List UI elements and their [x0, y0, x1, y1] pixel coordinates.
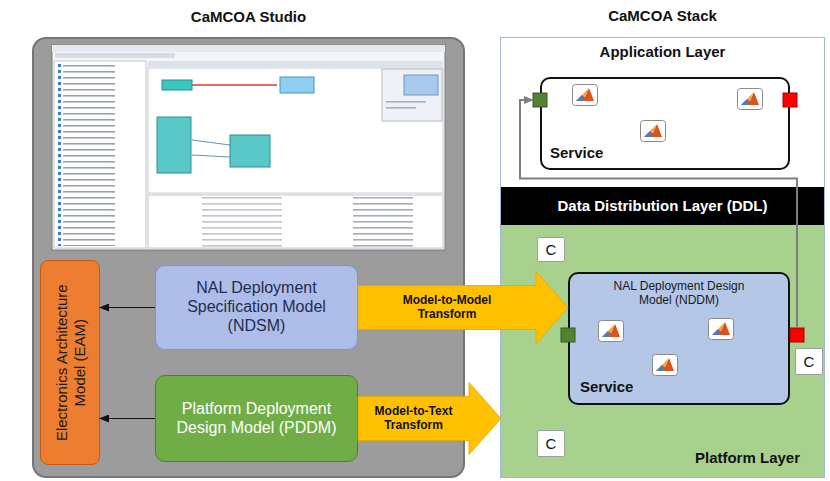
transform-arrow	[358, 383, 501, 455]
node-label: NAL Deployment Specification Model (NDSM…	[166, 279, 347, 336]
port-squares	[533, 93, 804, 342]
node-label: Platform Deployment Design Model (PDDM)	[166, 400, 347, 438]
matlab-icons	[573, 85, 763, 376]
connector-line	[100, 418, 155, 419]
node-label: C	[546, 435, 557, 453]
component-box: C	[537, 430, 565, 457]
node-label: Electronics Architecture Model (EAM)	[52, 268, 87, 457]
transform-label: Model-to-Text Transform	[362, 404, 466, 433]
transform-label: Model-to-Model Transform	[391, 293, 503, 322]
design-box: Platform Deployment Design Model (PDDM)	[155, 375, 358, 462]
specification-box: NAL Deployment Specification Model (NDSM…	[155, 265, 358, 350]
application-layer: Application LayerService	[501, 38, 824, 187]
distribution-band: Data Distribution Layer (DDL)	[501, 187, 824, 225]
node-label: NAL Deployment Design Model (NDDM)	[600, 279, 758, 307]
connector-line	[520, 100, 797, 328]
transform-arrow	[358, 272, 568, 344]
platform-layer: Platform Layer NAL Deployment Design Mode…	[501, 225, 824, 477]
connector	[520, 100, 797, 328]
stack-frame: CaMCOA StackApplication LayerServiceData…	[500, 37, 825, 478]
connector	[358, 272, 568, 344]
node-label: C	[546, 241, 557, 259]
architecture-box: Electronics Architecture Model (EAM)	[40, 260, 100, 465]
node-label: Application Layer	[509, 43, 816, 61]
tool-screenshot	[52, 45, 445, 250]
panel-title: CaMCOA Studio	[34, 8, 463, 26]
node-label: Service	[550, 144, 603, 162]
component-box: C	[537, 237, 565, 262]
node-label: C	[804, 353, 815, 371]
component-box: C	[795, 348, 823, 375]
connector	[100, 307, 155, 308]
connector-line	[100, 307, 155, 308]
connector	[358, 383, 501, 455]
panel-title: CaMCOA Stack	[501, 7, 824, 25]
node-label: Service	[580, 378, 633, 396]
node-label: Data Distribution Layer (DDL)	[557, 197, 767, 215]
connector	[100, 418, 155, 419]
node-label: Platform Layer	[695, 449, 800, 467]
